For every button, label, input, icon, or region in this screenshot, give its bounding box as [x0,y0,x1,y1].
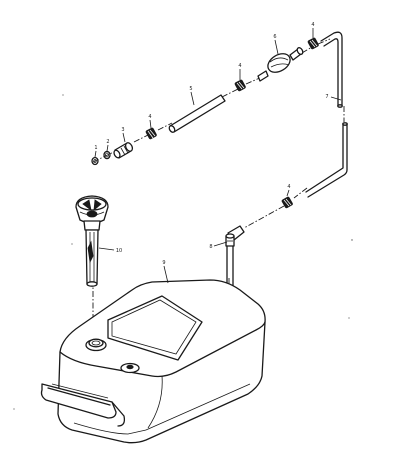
part-7-hose [305,31,348,198]
label-part-2: 2 [106,139,109,145]
part-4-clamp-c [307,37,319,50]
part-6-primer-bulb [257,47,304,82]
label-part-9: 9 [162,260,165,266]
label-part-1: 1 [94,145,97,151]
label-part-4-a: 4 [148,114,151,120]
label-part-4-b: 4 [238,63,241,69]
part-10-fuel-gauge [75,195,109,287]
part-4-clamp-a [145,127,157,140]
part-3-connector [113,142,134,159]
scan-specks [13,94,353,410]
part-4-clamp-d [281,196,293,209]
part-4-clamp-b [234,79,246,92]
label-part-10: 10 [116,248,122,254]
label-part-4-c: 4 [311,22,314,28]
part-5-hose [168,94,226,133]
callout-labels: 1 2 3 4 5 4 6 4 7 4 8 9 10 [94,22,328,266]
label-part-6: 6 [273,34,276,40]
label-part-5: 5 [189,86,192,92]
part-2-o-ring [103,150,111,160]
part-9-fuel-tank [40,279,266,444]
label-part-4-d: 4 [287,184,290,190]
label-part-7: 7 [325,94,328,100]
callout-leaders [94,28,342,284]
part-1-washer [91,156,99,166]
label-part-8: 8 [209,244,212,250]
label-part-3: 3 [121,127,124,133]
